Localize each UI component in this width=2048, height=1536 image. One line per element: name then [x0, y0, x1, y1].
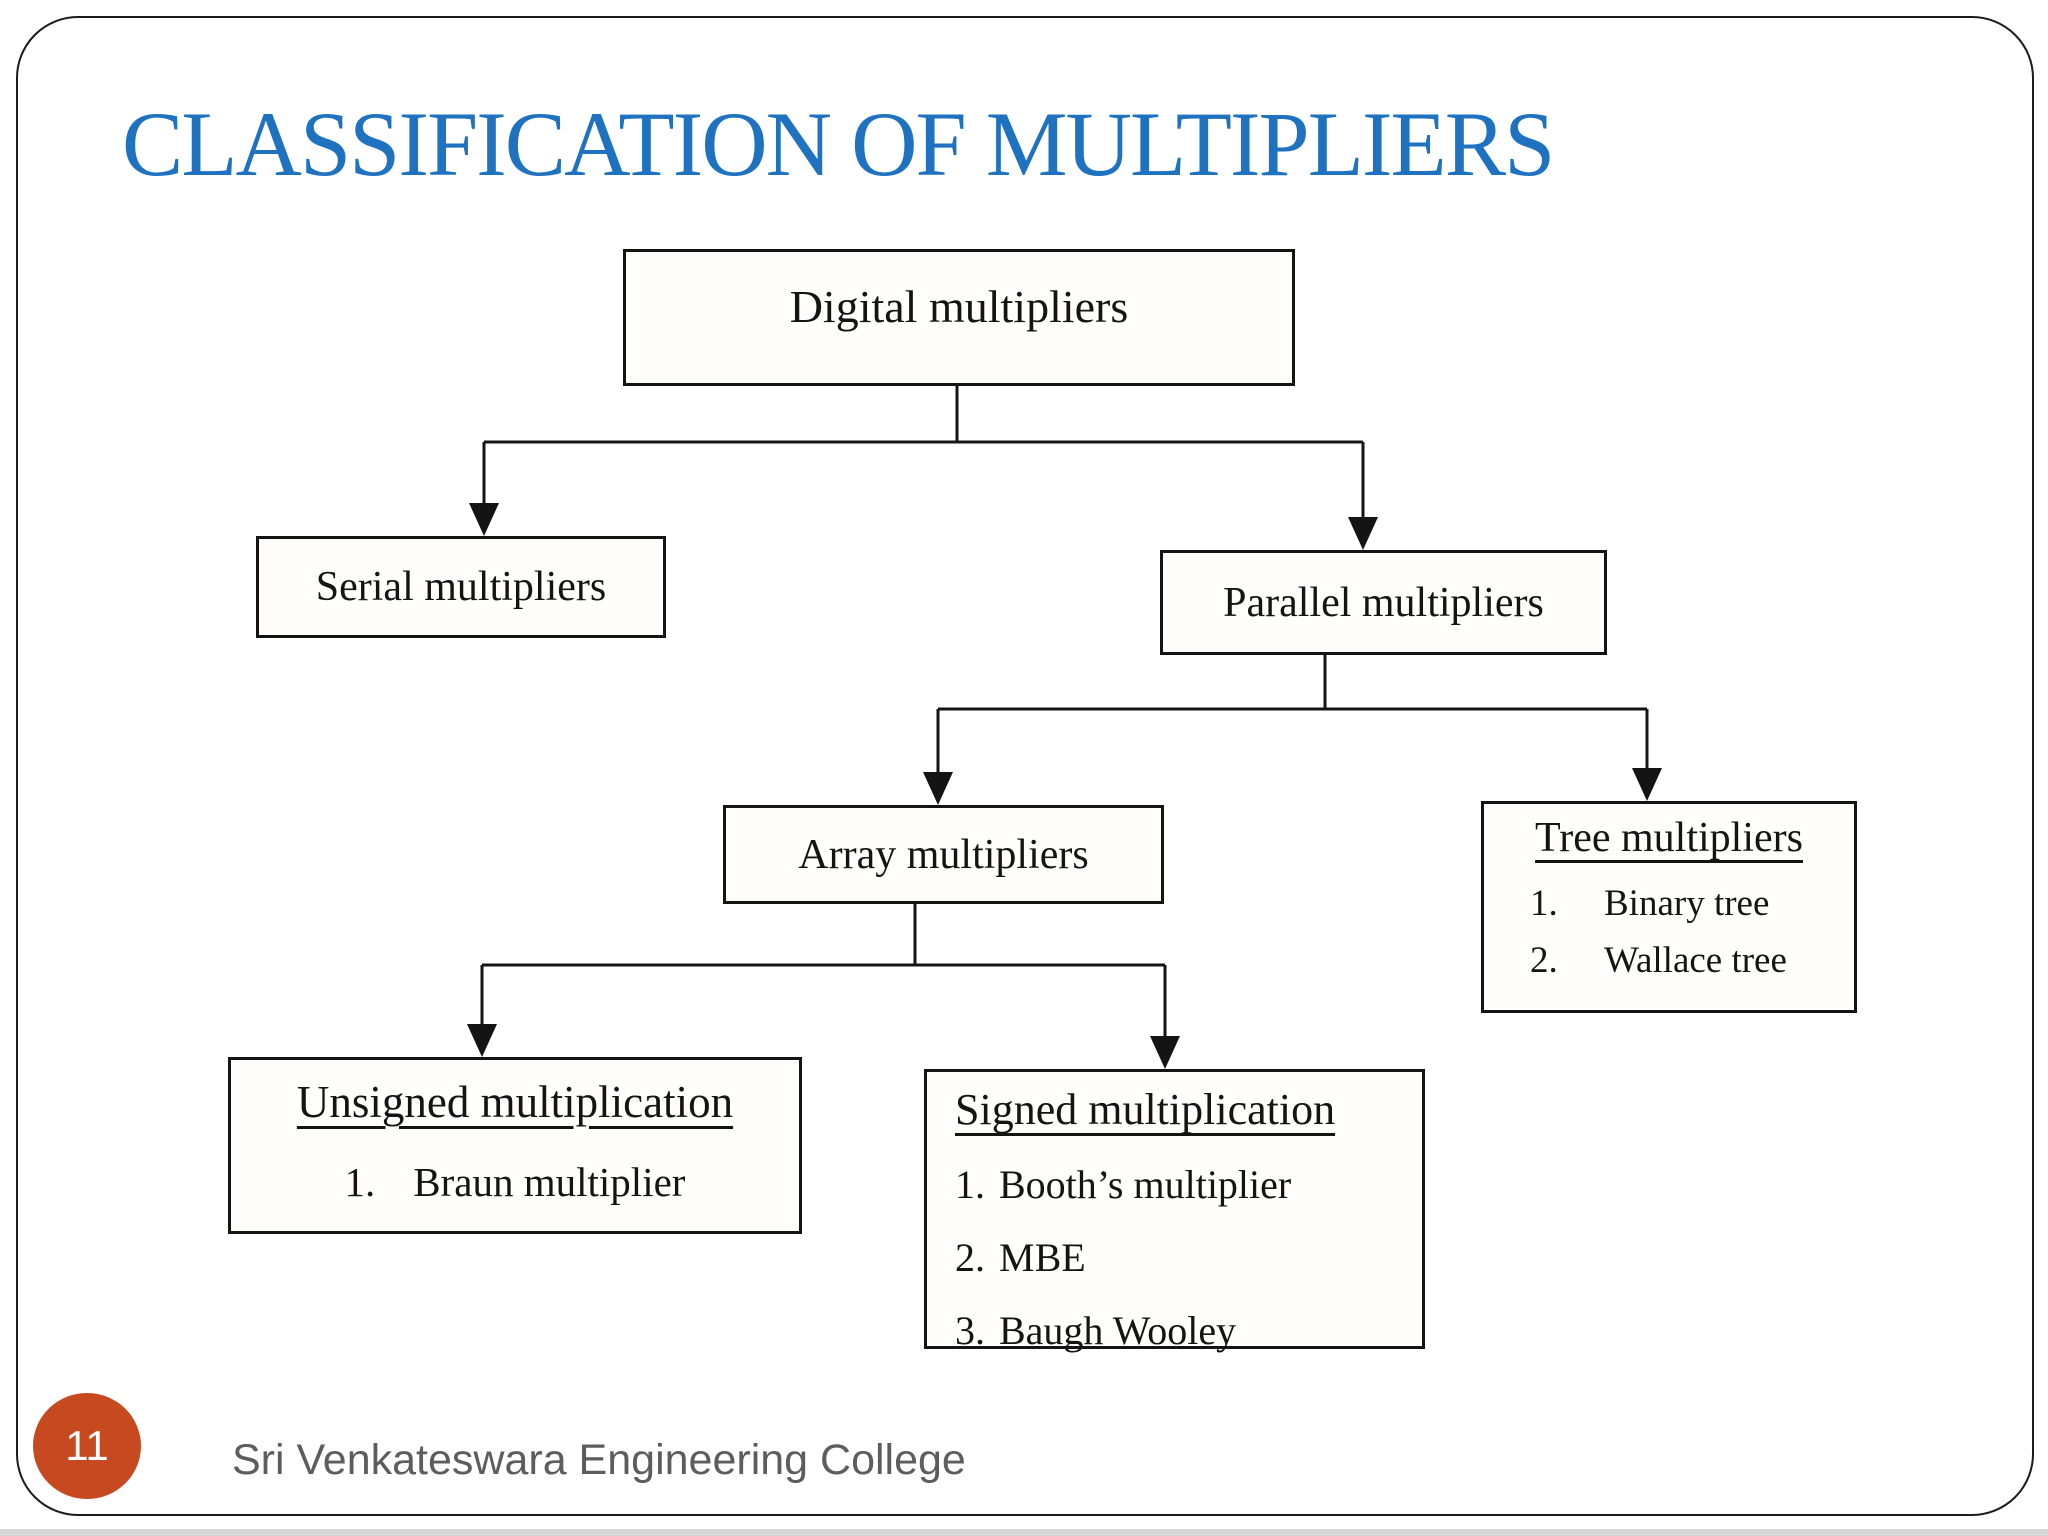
node-label: Array multipliers — [798, 831, 1089, 878]
list-item: 1. Braun multiplier — [231, 1158, 799, 1206]
node-item-list: 1. Binary tree 2. Wallace tree — [1484, 882, 1854, 982]
node-heading: Unsigned multiplication — [296, 1077, 734, 1127]
footer-college-name: Sri Venkateswara Engineering College — [232, 1436, 966, 1484]
node-label: Digital multipliers — [789, 281, 1129, 332]
node-unsigned-multiplication: Unsigned multiplication 1. Braun multipl… — [228, 1057, 802, 1234]
node-digital-multipliers: Digital multipliers — [623, 249, 1295, 386]
list-item-number: 1. — [344, 1159, 376, 1205]
node-label: Parallel multipliers — [1223, 579, 1544, 626]
list-item-text: MBE — [999, 1235, 1086, 1280]
slide-bottom-edge — [0, 1529, 2048, 1536]
node-array-multipliers: Array multipliers — [723, 805, 1164, 904]
list-item-number: 2. — [1530, 940, 1558, 981]
node-serial-multipliers: Serial multipliers — [256, 536, 666, 638]
list-item-text: Booth’s multiplier — [999, 1162, 1292, 1207]
node-item-list: 1. Braun multiplier — [231, 1158, 799, 1206]
list-item-text: Binary tree — [1604, 883, 1770, 924]
list-item-number: 2. — [955, 1235, 985, 1280]
list-item: 2. MBE — [955, 1234, 1422, 1281]
page-number: 11 — [65, 1422, 109, 1469]
page-number-badge: 11 — [33, 1393, 141, 1499]
node-heading: Tree multipliers — [1535, 815, 1803, 861]
list-item: 3. Baugh Wooley — [955, 1307, 1422, 1354]
node-heading: Signed multiplication — [955, 1085, 1336, 1134]
list-item: 1. Booth’s multiplier — [955, 1161, 1422, 1208]
list-item: 1. Binary tree — [1530, 882, 1854, 925]
node-signed-multiplication: Signed multiplication 1. Booth’s multipl… — [924, 1069, 1425, 1353]
list-item: 2. Wallace tree — [1530, 939, 1854, 982]
arrowhead-icons — [467, 503, 1662, 1069]
slide-border — [16, 16, 2034, 1516]
node-label: Serial multipliers — [315, 564, 607, 610]
list-item-number: 3. — [955, 1308, 985, 1353]
list-item-text: Braun multiplier — [413, 1159, 686, 1205]
list-item-number: 1. — [955, 1162, 985, 1207]
list-item-text: Baugh Wooley — [999, 1308, 1237, 1353]
list-item-number: 1. — [1530, 883, 1558, 924]
node-item-list: 1. Booth’s multiplier 2. MBE 3. Baugh Wo… — [927, 1161, 1422, 1354]
node-tree-multipliers: Tree multipliers 1. Binary tree 2. Walla… — [1481, 801, 1857, 1013]
list-item-text: Wallace tree — [1604, 940, 1787, 981]
page-title: CLASSIFICATION OF MULTIPLIERS — [122, 93, 1555, 195]
node-parallel-multipliers: Parallel multipliers — [1160, 550, 1607, 655]
